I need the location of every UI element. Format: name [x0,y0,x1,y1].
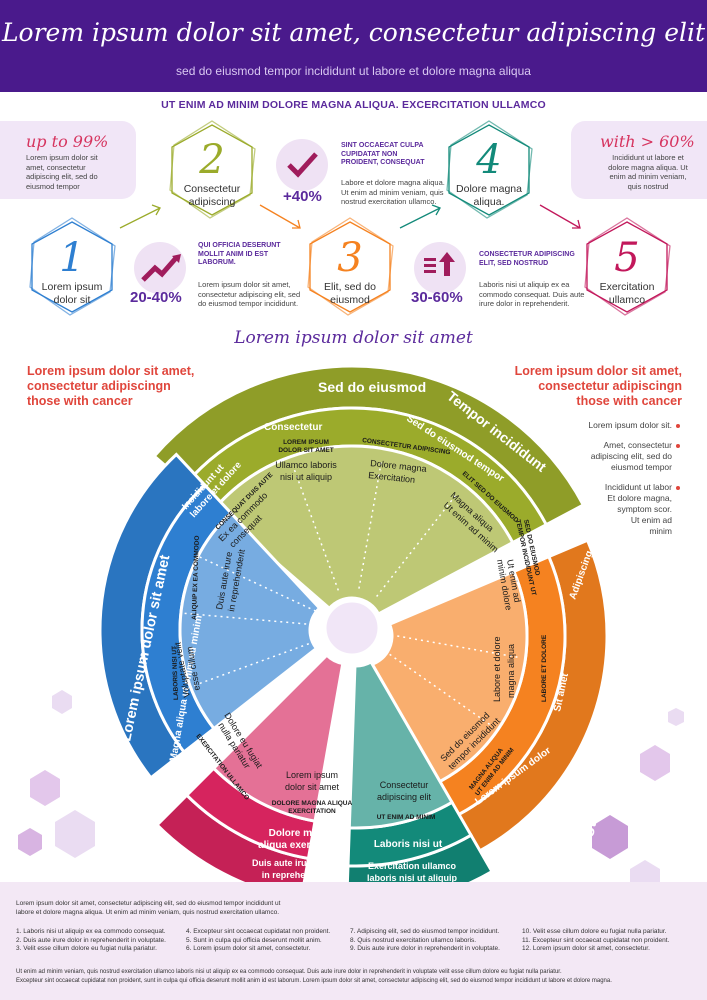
stat-2-body: Lorem ipsum dolor sit amet,consectetur a… [198,280,301,308]
pink-outer-label-a: Duis aute irure dolor [252,858,341,868]
wheel-title: Lorem ipsum dolor sit amet [234,328,473,348]
footer-outro: Ut enim ad minim veniam, quis nostrud ex… [16,969,612,984]
footer: Lorem ipsum dolor sit amet, consectetur … [0,882,707,1000]
pink-ring-label-b: aliqua exercitation [258,840,346,851]
stat-3-percent: 30-60% [411,289,463,306]
hexagon-3 [307,217,394,316]
wheel-hub [321,597,383,659]
green-text-2b: Exercitation [368,470,416,485]
right-stat-title: with > 60% [600,132,695,151]
wheel-divider-3 [191,640,315,687]
step-4-number: 4 [476,137,502,183]
footer-col-4: 10. Velit esse cillum dolore eu fugiat n… [522,928,670,952]
wheel-divider-6 [391,634,520,659]
green-text-1a: Ullamco laboris [275,460,337,470]
stat-1-percent: +40% [283,188,322,205]
step-3-number: 3 [337,235,363,281]
trend-up-icon [141,256,178,282]
footer-col-2: 4. Excepteur sint occaecat cupidatat non… [186,928,331,952]
wheel-divider-8 [371,662,438,776]
footer-col-1: 1. Laboris nisi ut aliquip ex ea commodo… [16,928,166,952]
pink-ring-label-a: Dolore magna [269,828,336,839]
step-5-number: 5 [614,235,640,281]
bullet-1: Lorem ipsum dolor sit. [588,420,672,430]
hexagon-2 [169,120,256,219]
green-text-1b: nisi ut aliquip [280,472,332,482]
footer-col-3: 7. Adipiscing elit, sed do eiusmod tempo… [350,928,500,952]
step-2-number: 2 [199,137,225,183]
teal-ring-label: Laboris nisi ut [374,839,443,850]
wheel-divider-2 [376,493,458,597]
section-label: UT ENIM AD MINIM DOLORE MAGNA ALIQUA. EX… [161,99,546,111]
pink-segment-inner-area [211,653,345,823]
right-stat-card [571,121,707,199]
blue-bold-2: ALIQUIP EX EA COMMODO [191,535,201,620]
bars-up-icon [424,252,455,276]
left-red-heading: Lorem ipsum dolor sit amet,consectetur a… [27,364,195,408]
wheel-divider-5 [197,555,317,612]
arrows [119,204,581,229]
wheel-divider-7 [384,650,492,727]
footer-intro: Lorem ipsum dolor sit amet, consectetur … [16,900,281,916]
teal-text-1a: Consectetur [380,780,429,790]
blue-bold-3: LABORIS NISI UT [171,646,180,700]
pink-outer-label-b: in reprehenderit [262,870,331,880]
orange-bold-2: LABORE ET DOLORE [541,634,548,702]
orange-text-2a: Labore et dolore [492,636,502,702]
teal-outer-label-a: Exercitation ullamco [368,861,457,871]
stat-2-percent: 20-40% [130,289,182,306]
decorative-hexagons [18,690,684,896]
header-banner: Lorem ipsum dolor sit amet, consectetur … [0,0,707,92]
wheel-divider-4 [182,612,313,626]
wheel-divider-0 [293,467,340,591]
trend-arrowhead-icon [172,254,181,263]
page-title: Lorem ipsum dolor sit amet, consectetur … [1,18,706,47]
green-bold-1a: LOREM IPSUM [283,439,329,446]
check-icon [287,152,318,178]
stat-1-body: Labore et dolore magna aliqua.Ut enim ad… [341,178,445,206]
wheel-divider-1 [358,460,383,589]
hexagon-5 [584,217,671,316]
teal-bold-1: UT ENIM AD MINIM [377,814,436,821]
teal-segment-inner-area [347,659,455,830]
pink-bold-1b: EXERCITATION [288,808,336,815]
orange-text-2b: magna aliqua [506,644,516,698]
right-red-heading: Lorem ipsum dolor sit amet,consectetur a… [514,364,682,408]
step-1-number: 1 [59,235,85,281]
page-subtitle: sed do eiusmod tempor incididunt ut labo… [176,64,531,78]
blue-segment-inner-area [178,510,322,731]
pink-text-1b: dolor sit amet [285,782,340,792]
pink-text-1a: Lorem ipsum [286,770,338,780]
green-ring-label: Consectetur [264,422,322,433]
left-stat-title: up to 99% [26,132,109,151]
green-bold-1b: DOLOR SIT AMET [278,447,333,454]
hexagon-1 [29,217,116,316]
teal-text-1b: adipiscing elit [377,792,432,802]
teal-outer-label-b: laboris nisi ut aliquip [367,873,458,883]
left-stat-card [0,121,136,199]
stat-circle-2 [134,242,186,294]
pink-bold-1a: DOLORE MAGNA ALIQUA [272,800,353,807]
hexagon-4 [446,120,533,219]
green-outer-label: Sed do eiusmod [318,379,426,395]
stat-circle-1 [276,139,328,191]
process-steps-graphic [29,120,671,316]
stat-circle-3 [414,242,466,294]
